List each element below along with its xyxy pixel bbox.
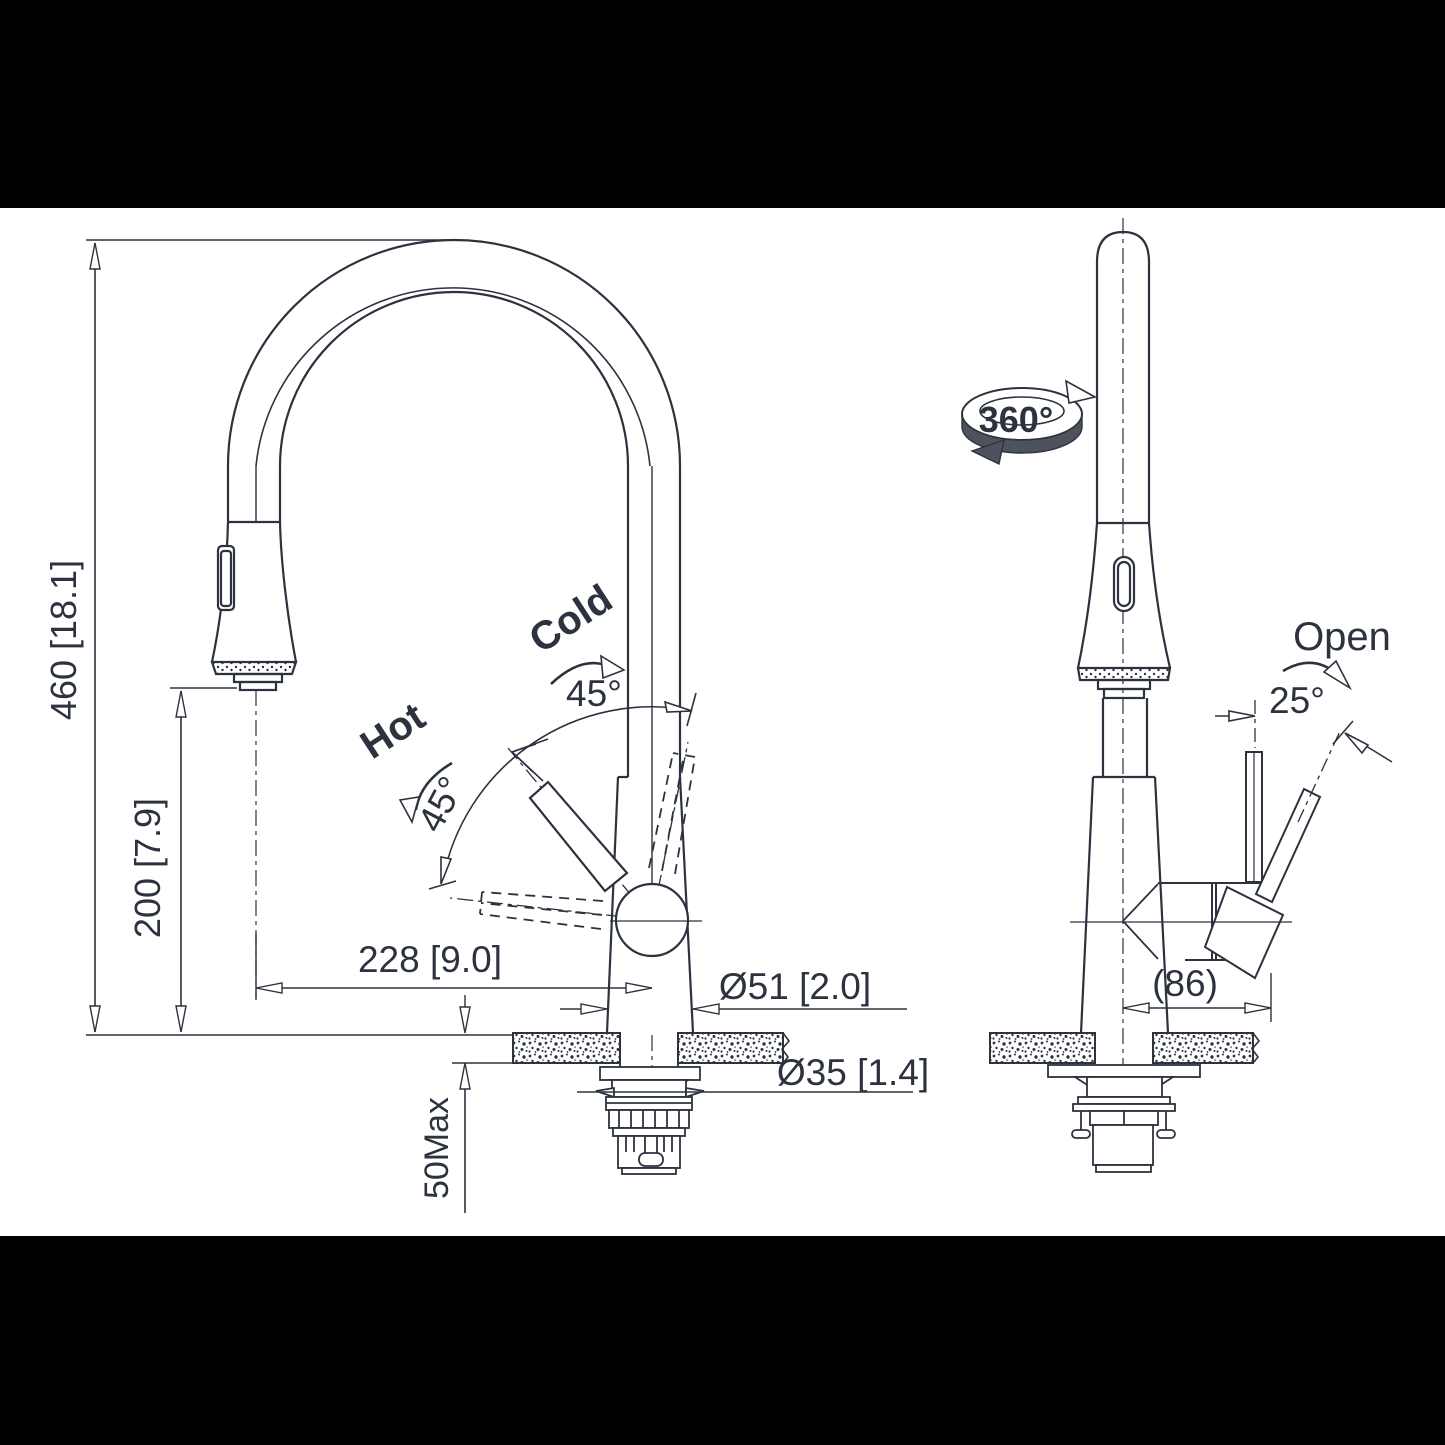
dim-text-200: 200 [7.9] — [127, 798, 168, 938]
label-open-angle: 25° — [1269, 680, 1325, 721]
dim-text-35: Ø35 [1.4] — [777, 1052, 929, 1093]
label-hot: Hot — [353, 694, 433, 767]
dim-base-diameter-51: Ø51 [2.0] — [560, 966, 907, 1015]
label-swivel-angle: 360° — [979, 399, 1053, 440]
label-open: Open — [1293, 615, 1391, 659]
handle-position-horizontal — [479, 891, 604, 930]
label-cold-angle: 45° — [566, 673, 622, 714]
handle-position-vertical — [648, 752, 696, 875]
dim-text-51: Ø51 [2.0] — [719, 966, 871, 1007]
dim-spout-height-200: 200 [7.9] — [127, 687, 237, 1033]
letterbox-bottom — [0, 1236, 1445, 1445]
dim-deck-thickness-50max: 50Max — [418, 995, 513, 1213]
open-direction-arrow — [1282, 659, 1353, 691]
dim-total-height-460: 460 [18.1] — [43, 239, 513, 1036]
countertop-side — [989, 1032, 1261, 1064]
handle-stem-closed — [1245, 751, 1263, 883]
label-hot-angle: 45° — [410, 770, 472, 839]
dim-open-angle-25 — [1215, 700, 1393, 763]
cold-direction-arrow — [550, 654, 626, 685]
dim-reach-228: 228 [9.0] — [255, 933, 653, 999]
dim-text-50max: 50Max — [418, 1097, 456, 1199]
drawing-paper — [0, 208, 1445, 1236]
side-view: Open 25° 360° — [961, 218, 1393, 1173]
spray-head-side — [1076, 230, 1172, 700]
front-view: 460 [18.1] 200 [7.9] 228 [9.0] — [43, 238, 929, 1213]
hot-direction-arrow — [398, 761, 453, 825]
label-cold: Cold — [522, 576, 621, 661]
swivel-360-symbol: 360° — [961, 379, 1098, 466]
mounting-hardware-front — [595, 1063, 705, 1175]
dim-body-depth-86: (86) — [1122, 963, 1272, 1022]
dim-text-460: 460 [18.1] — [43, 560, 84, 720]
dim-hole-diameter-35: Ø35 [1.4] — [577, 1052, 929, 1093]
handle-ball-joint — [610, 882, 702, 958]
spray-head-front — [210, 520, 298, 692]
dim-text-228: 228 [9.0] — [358, 939, 502, 980]
handle-stem-open — [1254, 728, 1342, 904]
countertop-front — [512, 1032, 791, 1064]
faucet-body-front — [605, 775, 695, 1034]
mounting-hardware-side — [1047, 1064, 1201, 1173]
letterbox-top — [0, 0, 1445, 208]
dim-text-86: (86) — [1152, 963, 1218, 1004]
handle-lever-front — [528, 780, 629, 893]
faucet-body-side — [1079, 698, 1170, 1034]
angle-arc-45 — [428, 692, 697, 890]
